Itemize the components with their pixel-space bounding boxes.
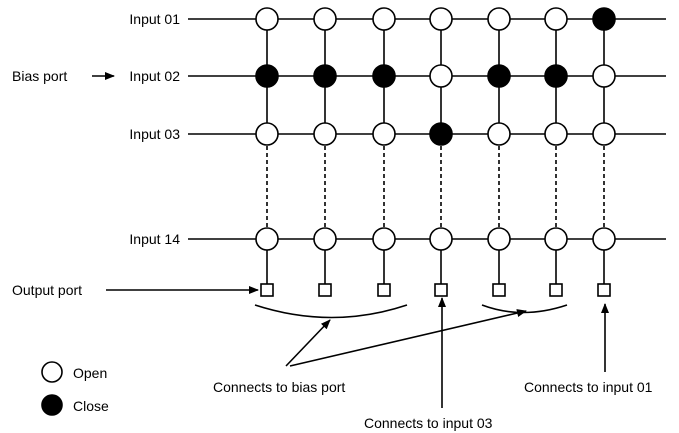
switch-node-r2-c3-close: [372, 64, 396, 88]
legend-open-icon: [41, 361, 63, 383]
output-port-square-5: [492, 283, 506, 297]
switch-node-r4-c4-open: [429, 227, 453, 251]
output-port-square-1: [260, 283, 274, 297]
output-port-square-7: [597, 283, 611, 297]
input-02-label: Input 02: [129, 68, 180, 84]
output-port-label: Output port: [12, 282, 82, 298]
switch-node-r1-c2-open: [313, 7, 337, 31]
legend-close-icon: [41, 394, 63, 416]
switch-node-r4-c7-open: [592, 227, 616, 251]
bias-port-label: Bias port: [12, 68, 67, 84]
switch-node-r4-c2-open: [313, 227, 337, 251]
legend-open-label: Open: [73, 365, 107, 381]
switch-node-r3-c7-open: [592, 122, 616, 146]
switch-node-r4-c1-open: [255, 227, 279, 251]
switch-node-r3-c5-open: [487, 122, 511, 146]
switch-node-r4-c6-open: [544, 227, 568, 251]
switch-node-r2-c5-close: [487, 64, 511, 88]
switch-node-r1-c6-open: [544, 7, 568, 31]
connects-to-input-01-label: Connects to input 01: [524, 379, 653, 395]
switch-node-r2-c1-close: [255, 64, 279, 88]
legend-close-label: Close: [73, 398, 109, 414]
bias-group-arc-1: [254, 304, 408, 319]
switch-node-r2-c6-close: [544, 64, 568, 88]
switch-node-r3-c2-open: [313, 122, 337, 146]
output-port-square-6: [549, 283, 563, 297]
switch-node-r1-c7-close: [592, 7, 616, 31]
output-ports: [260, 283, 611, 297]
switch-node-r4-c3-open: [372, 227, 396, 251]
switch-node-r2-c4-open: [429, 64, 453, 88]
switch-node-r4-c5-open: [487, 227, 511, 251]
switch-node-r1-c5-open: [487, 7, 511, 31]
switch-node-r2-c2-close: [313, 64, 337, 88]
bias-arrow-1: [285, 319, 331, 367]
input-14-label: Input 14: [129, 231, 180, 247]
output-port-square-4: [434, 283, 448, 297]
output-port-square-3: [377, 283, 391, 297]
switch-node-r3-c3-open: [372, 122, 396, 146]
switch-node-r3-c6-open: [544, 122, 568, 146]
output-port-square-2: [318, 283, 332, 297]
connects-to-input-03-label: Connects to input 03: [364, 415, 493, 431]
input-01-label: Input 01: [129, 11, 180, 27]
switch-nodes: [255, 7, 616, 251]
connects-to-bias-port-label: Connects to bias port: [213, 379, 345, 395]
input-03-label: Input 03: [129, 126, 180, 142]
switch-node-r3-c4-close: [429, 122, 453, 146]
switch-node-r3-c1-open: [255, 122, 279, 146]
switch-node-r1-c3-open: [372, 7, 396, 31]
switch-node-r1-c1-open: [255, 7, 279, 31]
switch-node-r2-c7-open: [592, 64, 616, 88]
bias-arrow-2: [289, 309, 527, 367]
switch-node-r1-c4-open: [429, 7, 453, 31]
